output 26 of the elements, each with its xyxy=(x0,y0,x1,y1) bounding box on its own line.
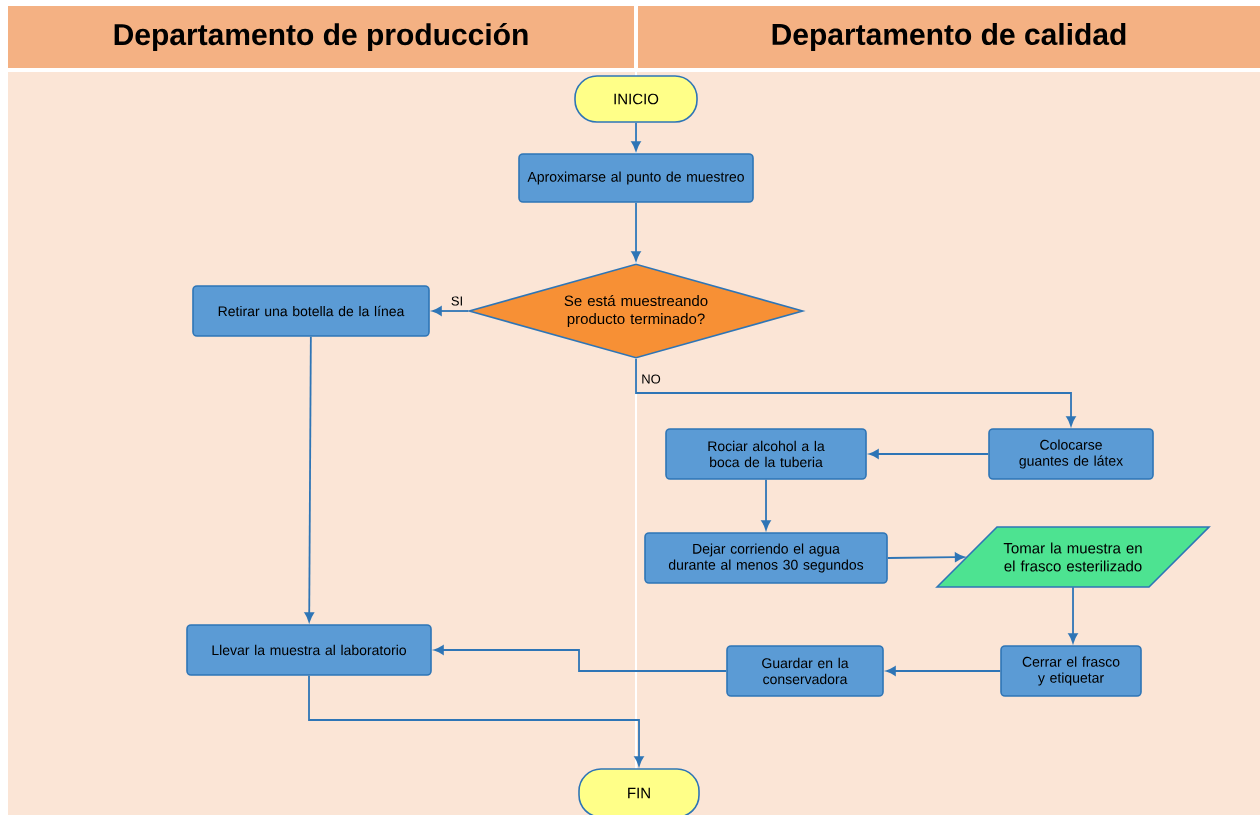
terminal-box: INICIO xyxy=(574,75,698,123)
process-box: Colocarse guantes de látex xyxy=(988,428,1154,480)
arrow xyxy=(308,674,644,767)
arrow xyxy=(432,306,470,316)
arrow xyxy=(886,552,965,562)
lane-header: Departamento de calidad xyxy=(638,6,1260,68)
process-box: Dejar corriendo el agua durante al menos 30 segundos xyxy=(644,532,888,584)
terminal-box: FIN xyxy=(578,768,700,815)
process-box: Rociar alcohol a la boca de la tuberia xyxy=(665,428,867,480)
process-box: Guardar en la conservadora xyxy=(726,645,884,697)
lane-header: Departamento de producción xyxy=(8,6,634,68)
process-box: Cerrar el frasco y etiquetar xyxy=(1000,645,1142,697)
edge-label: SI xyxy=(451,296,462,306)
arrow xyxy=(631,121,641,152)
process-box: Llevar la muestra al laboratorio xyxy=(186,624,432,676)
arrow xyxy=(886,666,1002,676)
process-box: Retirar una botella de la línea xyxy=(192,285,430,337)
arrow xyxy=(304,335,314,623)
edge-label: NO xyxy=(642,374,661,384)
arrow xyxy=(434,645,728,672)
arrow xyxy=(869,449,990,459)
arrow xyxy=(761,478,771,531)
arrow xyxy=(1068,586,1078,644)
arrow xyxy=(631,201,641,262)
process-box: Aproximarse al punto de muestreo xyxy=(518,153,754,203)
arrow xyxy=(635,357,1076,427)
